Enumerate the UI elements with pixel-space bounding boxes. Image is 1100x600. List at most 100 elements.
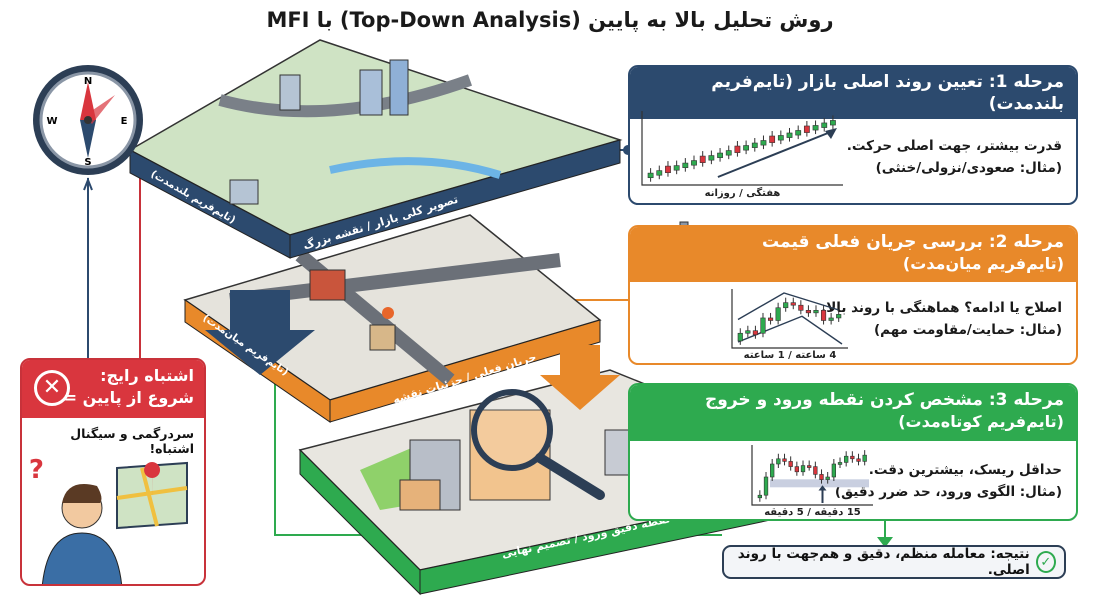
bullish-candle xyxy=(751,142,758,148)
long-term-map-platform xyxy=(128,39,623,375)
bullish-candle xyxy=(760,140,767,146)
stage-2-timeframe-caption: 4 ساعته / 1 ساعته xyxy=(743,350,837,361)
stage-3-line2: (مثال: الگوی ورود، حد ضرر دقیق) xyxy=(834,484,1062,500)
compass-n: N xyxy=(84,76,92,87)
common-mistake-box: اشتباه رایج: شروع از پایین = ✕ سردرگمی و… xyxy=(20,358,206,586)
trend-arrow xyxy=(717,130,834,178)
stage-2-title: مرحله 2: بررسی جریان فعلی قیمت xyxy=(762,232,1064,252)
stage-3-candlestick-chart xyxy=(751,445,873,506)
support-zone xyxy=(770,479,869,488)
bearish-candle xyxy=(790,302,796,306)
bullish-candle xyxy=(837,462,843,465)
mistake-header: اشتباه رایج: شروع از پایین = ✕ xyxy=(22,360,204,418)
result-text: نتیجه: معامله منظم، دقیق و هم‌جهت با رون… xyxy=(737,546,1030,578)
bullish-candle xyxy=(656,170,663,176)
bearish-candle xyxy=(782,458,787,462)
chart-axes xyxy=(731,289,848,349)
bearish-candle xyxy=(856,458,861,462)
bullish-candle xyxy=(763,476,769,496)
bullish-candle xyxy=(828,317,834,321)
bullish-candle xyxy=(844,455,849,463)
stage-2-panel: مرحله 2: بررسی جریان فعلی قیمت (تایم‌فری… xyxy=(628,225,1078,365)
stage-1-title: مرحله 1: تعیین روند اصلی بازار (تایم‌فری… xyxy=(630,67,1076,119)
bullish-candle xyxy=(673,165,680,171)
bearish-candle xyxy=(807,465,812,468)
bearish-candle xyxy=(803,125,810,133)
bullish-candle xyxy=(821,122,828,128)
bullish-candle xyxy=(647,172,654,179)
stage-3-line1: حداقل ریسک، بیشترین دقت. xyxy=(868,462,1062,478)
result-box: ✓ نتیجه: معامله منظم، دقیق و هم‌جهت با ر… xyxy=(722,545,1066,579)
bullish-candle xyxy=(745,330,751,334)
stage-3-header: مرحله 3: مشخص کردن نقطه ورود و خروج (تای… xyxy=(630,385,1076,441)
bullish-candle xyxy=(862,454,867,462)
bearish-candle xyxy=(767,317,774,321)
chart-axes xyxy=(641,111,843,186)
compass-icon: N E S W xyxy=(33,65,143,175)
bearish-candle xyxy=(819,474,824,480)
bullish-candle xyxy=(757,494,763,499)
bullish-candle xyxy=(717,152,723,158)
bearish-candle xyxy=(794,466,800,473)
bullish-candle xyxy=(831,463,837,478)
bearish-candle xyxy=(769,135,776,143)
bullish-candle xyxy=(691,160,697,166)
compass-w: W xyxy=(46,116,57,127)
bullish-candle xyxy=(795,130,802,136)
bullish-candle xyxy=(760,317,766,334)
stage-2-description: اصلاح یا ادامه؟ هماهنگی با روند بالا. (م… xyxy=(821,297,1062,341)
stage-2-candlestick-chart xyxy=(731,289,848,349)
page-title: روش تحلیل بالا به پایین (Top-Down Analys… xyxy=(266,8,834,32)
bearish-candle xyxy=(699,155,706,163)
bullish-candle xyxy=(800,465,806,473)
bullish-candle xyxy=(682,162,689,168)
bullish-candle xyxy=(830,120,836,126)
bullish-candle xyxy=(737,332,743,342)
bullish-candle xyxy=(777,135,784,141)
compass-s: S xyxy=(84,157,91,168)
stage-3-subtitle: (تایم‌فریم کوتاه‌مدت) xyxy=(898,412,1064,431)
bullish-candle xyxy=(786,132,793,138)
bullish-candle xyxy=(825,476,830,480)
bearish-candle xyxy=(665,165,671,174)
confused-person-with-map-illustration: ? xyxy=(29,455,188,584)
stage-3-title: مرحله 3: مشخص کردن نقطه ورود و خروج xyxy=(705,390,1064,410)
compass-e: E xyxy=(121,116,128,127)
stage-1-line2: (مثال: صعودی/نزولی/خنثی) xyxy=(875,160,1062,176)
bullish-candle xyxy=(813,309,819,314)
bearish-candle xyxy=(734,145,741,153)
mistake-body: سردرگمی و سیگنال اشتباه! xyxy=(70,426,194,456)
stage-3-panel: مرحله 3: مشخص کردن نقطه ورود و خروج (تای… xyxy=(628,383,1078,521)
bearish-candle xyxy=(752,330,758,336)
mistake-title-line2: شروع از پایین = xyxy=(63,388,194,407)
stage-1-line1: قدرت بیشتر، جهت اصلی حرکت. xyxy=(846,138,1062,154)
stage-1-panel: مرحله 1: تعیین روند اصلی بازار (تایم‌فری… xyxy=(628,65,1078,205)
channel-lines xyxy=(737,292,843,345)
bullish-candle xyxy=(770,463,775,478)
bullish-candle xyxy=(836,314,842,319)
check-circle-icon: ✓ xyxy=(1035,551,1056,573)
bearish-candle xyxy=(805,309,811,314)
bearish-candle xyxy=(788,461,793,467)
mistake-title-line1: اشتباه رایج: xyxy=(100,366,194,385)
bearish-candle xyxy=(813,466,818,475)
stage-1-description: قدرت بیشتر، جهت اصلی حرکت. (مثال: صعودی/… xyxy=(847,135,1062,179)
question-mark-icon: ? xyxy=(29,455,44,485)
stage-2-line2: (مثال: حمایت/مقاومت مهم) xyxy=(874,322,1062,338)
bullish-candle xyxy=(708,155,715,161)
bullish-candle xyxy=(812,125,819,131)
stage-1-timeframe-caption: هفتگی / روزانه xyxy=(704,188,781,199)
magnifier-icon xyxy=(471,389,553,471)
bearish-candle xyxy=(820,309,827,321)
stage-2-header: مرحله 2: بررسی جریان فعلی قیمت (تایم‌فری… xyxy=(630,227,1076,282)
stage-3-description: حداقل ریسک، بیشترین دقت. (مثال: الگوی ور… xyxy=(835,459,1062,503)
bearish-candle xyxy=(798,304,804,311)
bullish-candle xyxy=(775,307,781,321)
bullish-candle xyxy=(743,145,750,151)
bullish-candle xyxy=(783,302,789,309)
bullish-candle xyxy=(776,458,781,465)
stage-2-line1: اصلاح یا ادامه؟ هماهنگی با روند بالا. xyxy=(821,300,1062,316)
close-circle-icon: ✕ xyxy=(34,370,70,406)
stage-1-candlestick-chart xyxy=(641,111,843,186)
